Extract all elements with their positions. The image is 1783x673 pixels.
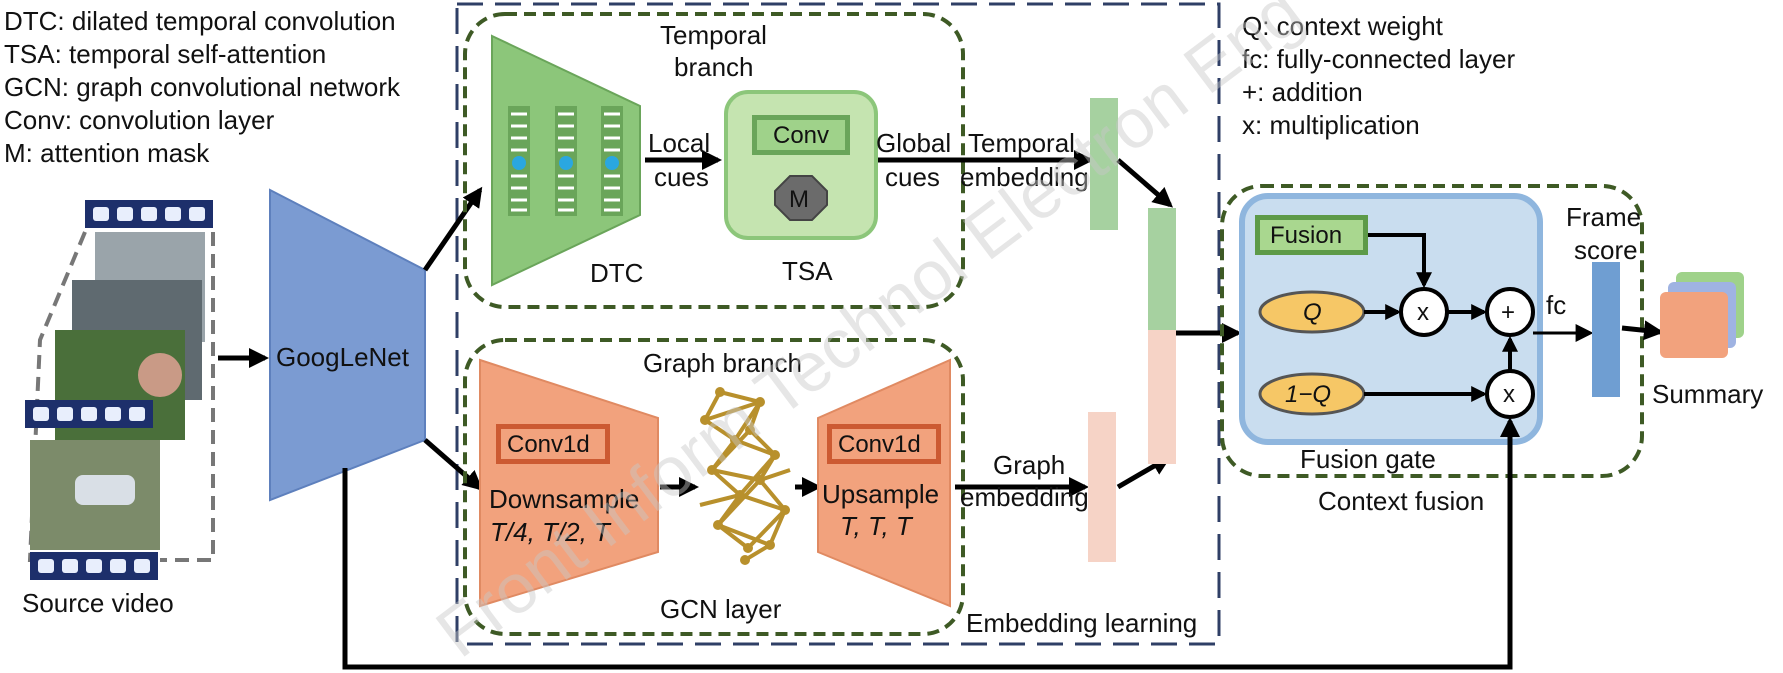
- legend-right-item: fc: fully-connected layer: [1242, 44, 1515, 74]
- dtc-label: DTC: [590, 258, 643, 288]
- upsample-label: Upsample: [822, 479, 939, 509]
- frame-score-bar: [1592, 262, 1620, 397]
- summary-label: Summary: [1652, 379, 1763, 409]
- fusion-gate-label: Fusion gate: [1300, 444, 1436, 474]
- summary-card-front: [1660, 292, 1728, 358]
- temporal-embedding-bar: [1090, 98, 1118, 230]
- graph-embedding-bar: [1088, 412, 1116, 562]
- temporal-embedding-label: Temporal: [968, 128, 1075, 158]
- global-cues-label: cues: [885, 162, 940, 192]
- mask-label: M: [789, 186, 809, 213]
- context-fusion-box: [1220, 184, 1644, 478]
- video-dashed-outline: [160, 232, 215, 562]
- concat-embedding-bottom: [1148, 330, 1176, 464]
- upsample-dims: T, T, T: [840, 511, 914, 541]
- source-video-label: Source video: [22, 588, 174, 618]
- conv1d-right-label: Conv1d: [838, 431, 921, 458]
- q-label: Q: [1303, 299, 1322, 326]
- attention-mask-octagon: [774, 175, 828, 221]
- conv1d-right-inner: [832, 429, 936, 459]
- graph-branch-title: Graph branch: [643, 348, 802, 378]
- conv-box-inner: [757, 120, 845, 150]
- fusion-box-inner: [1260, 220, 1363, 250]
- source-video: Source video: [22, 200, 215, 618]
- temporal-branch-title: Temporal: [660, 20, 767, 50]
- one-minus-q-label: 1−Q: [1285, 381, 1331, 408]
- frame-score-label: Frame: [1566, 202, 1641, 232]
- conv1d-left-label: Conv1d: [507, 431, 590, 458]
- embedding-learning-label: Embedding learning: [966, 608, 1197, 638]
- legend-left-item: DTC: dilated temporal convolution: [4, 6, 396, 36]
- legend-left-item: Conv: convolution layer: [4, 105, 275, 135]
- conv1d-left-inner: [501, 429, 605, 459]
- legend-right-item: +: addition: [1242, 77, 1363, 107]
- frame-score-label: score: [1574, 235, 1638, 265]
- embedding-learning-box: [455, 2, 1221, 646]
- downsample-label: Downsample: [489, 484, 639, 514]
- multiply-symbol: x: [1503, 381, 1515, 408]
- concat-embedding-top: [1148, 208, 1176, 330]
- tsa-label: TSA: [782, 256, 833, 286]
- multiply-symbol: x: [1417, 299, 1429, 326]
- legend-right-item: x: multiplication: [1242, 110, 1420, 140]
- googlenet-label: GoogLeNet: [276, 342, 410, 372]
- gcn-nodes: [700, 387, 790, 565]
- dtc-columns: [508, 106, 623, 216]
- temporal-embedding-label: embedding: [960, 162, 1089, 192]
- skip-connection-line: [342, 417, 1520, 670]
- graph-embedding-label: Graph: [993, 450, 1065, 480]
- arrow-fusion-to-multiply: [1368, 233, 1432, 289]
- person-face: [138, 353, 182, 397]
- graph-embedding-label: embedding: [960, 482, 1089, 512]
- temporal-branch-title: branch: [674, 52, 754, 82]
- temporal-branch-box: [463, 12, 965, 309]
- legend-left-item: GCN: graph convolutional network: [4, 72, 401, 102]
- legend-left-item: TSA: temporal self-attention: [4, 39, 326, 69]
- global-cues-label: Global: [876, 128, 951, 158]
- add-symbol: +: [1501, 299, 1515, 326]
- fc-label: fc: [1546, 290, 1566, 320]
- fusion-label: Fusion: [1270, 222, 1342, 249]
- arrow-to-graph-branch: [423, 438, 484, 491]
- local-cues-label: Local: [648, 128, 710, 158]
- legend-right-item: Q: context weight: [1242, 11, 1444, 41]
- arrow-to-summary: [1621, 320, 1664, 341]
- downsample-dims: T/4, T/2, T: [490, 517, 612, 547]
- conv-label: Conv: [773, 122, 829, 149]
- legend-right: Q: context weight fc: fully-connected la…: [1242, 11, 1515, 140]
- legend-left: DTC: dilated temporal convolution TSA: t…: [4, 6, 401, 168]
- upsample-block: [817, 358, 951, 608]
- car-shape: [75, 475, 135, 505]
- context-fusion-label: Context fusion: [1318, 486, 1484, 516]
- graph-branch-box: [463, 338, 965, 636]
- local-cues-label: cues: [654, 162, 709, 192]
- legend-left-item: M: attention mask: [4, 138, 210, 168]
- gcn-layer-label: GCN layer: [660, 594, 782, 624]
- arrow-to-temporal-branch: [422, 186, 483, 272]
- arrow-temporal-to-concat: [1116, 158, 1174, 208]
- downsample-block: [479, 358, 659, 608]
